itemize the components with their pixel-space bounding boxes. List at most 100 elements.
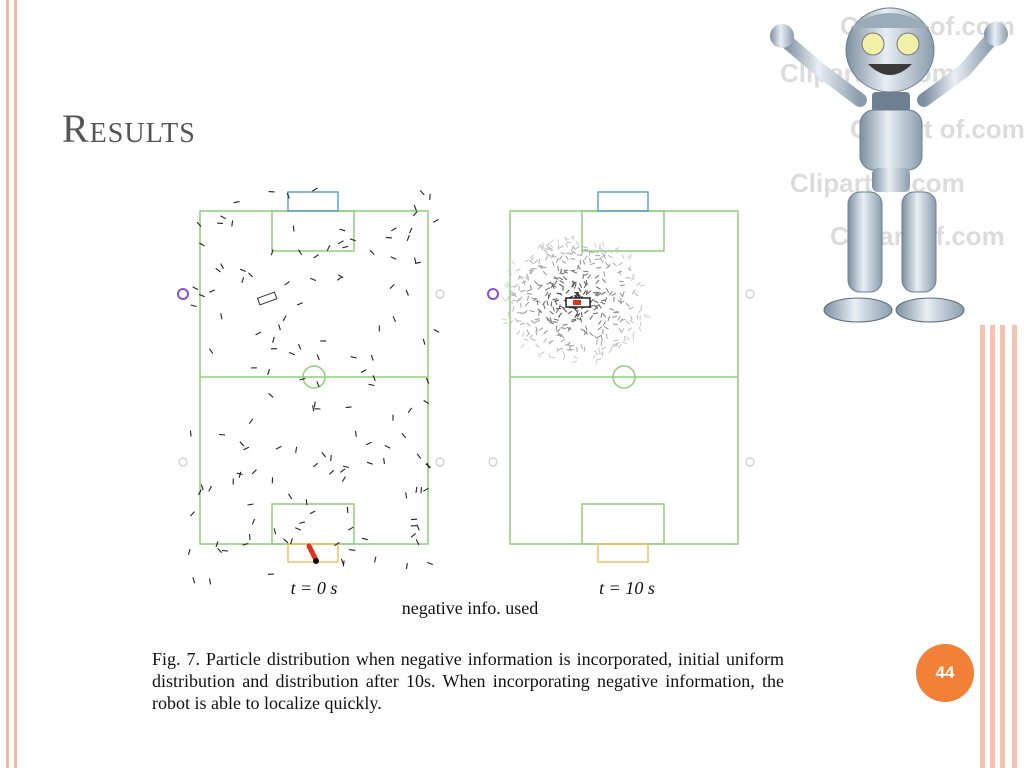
- particle: [583, 346, 586, 352]
- particle: [282, 315, 287, 322]
- particle: [593, 335, 599, 340]
- particle: [560, 327, 566, 329]
- particle: [543, 330, 548, 335]
- particle: [588, 257, 592, 263]
- particle: [316, 354, 320, 361]
- particle: [520, 344, 525, 349]
- particle: [600, 301, 606, 305]
- particle: [341, 476, 346, 483]
- particle: [508, 274, 512, 280]
- particle: [365, 441, 372, 446]
- particle: [556, 292, 562, 295]
- particle: [618, 327, 622, 333]
- particle: [220, 313, 223, 320]
- particle: [600, 312, 603, 318]
- goal-blue: [597, 191, 649, 212]
- particle: [607, 316, 611, 322]
- particle: [405, 563, 408, 570]
- particle: [638, 326, 642, 332]
- particle: [433, 218, 439, 223]
- particle: [526, 273, 530, 279]
- particle: [208, 485, 212, 492]
- particle: [334, 541, 340, 547]
- particle: [553, 318, 559, 321]
- particle: [242, 542, 249, 546]
- particle: [248, 533, 251, 541]
- particle: [601, 250, 607, 254]
- particle: [619, 280, 625, 283]
- particle: [546, 300, 549, 306]
- particle: [567, 341, 571, 347]
- panel-time-label: t = 0 s: [291, 578, 338, 598]
- particle: [288, 493, 293, 500]
- particle: [587, 274, 592, 279]
- right-border-stripe: [1012, 325, 1017, 768]
- particle: [601, 242, 605, 247]
- particle: [556, 347, 559, 353]
- particle: [408, 227, 413, 234]
- particle: [196, 221, 202, 227]
- particle: [278, 324, 281, 331]
- particle: [543, 249, 548, 254]
- particle: [519, 302, 522, 309]
- particle: [295, 446, 298, 453]
- particle: [501, 318, 507, 321]
- particle: [550, 283, 555, 289]
- particle: [609, 307, 615, 311]
- particle: [413, 204, 417, 211]
- particle: [530, 320, 536, 324]
- particle: [573, 293, 579, 297]
- particle: [619, 270, 621, 276]
- particle: [330, 454, 332, 461]
- particle: [372, 375, 376, 382]
- particle: [622, 341, 627, 345]
- field-panel-right: t = 10 s: [487, 191, 755, 598]
- particle: [384, 445, 391, 449]
- particle: [627, 267, 632, 272]
- particle: [565, 242, 568, 248]
- right-border-stripe: [1000, 325, 1005, 768]
- particle: [559, 279, 565, 284]
- right-border-stripe: [980, 325, 985, 768]
- particle: [625, 320, 630, 325]
- particle: [423, 487, 429, 492]
- particle: [290, 538, 293, 545]
- particle: [422, 338, 426, 345]
- particle: [538, 310, 540, 316]
- particle: [595, 279, 600, 285]
- particle: [313, 401, 316, 408]
- landmark-beacon: [488, 457, 498, 467]
- particle: [549, 322, 555, 324]
- particle: [316, 381, 320, 388]
- particle: [601, 346, 606, 351]
- particle: [607, 248, 612, 254]
- particle: [390, 256, 397, 260]
- particle: [429, 193, 431, 200]
- particle: [604, 261, 609, 267]
- particle: [519, 322, 525, 325]
- particle: [550, 356, 556, 359]
- particle: [354, 430, 357, 437]
- particle-cloud-uniform: [187, 187, 440, 585]
- particle: [549, 310, 554, 315]
- particle: [552, 261, 555, 267]
- particle: [615, 248, 619, 254]
- particle: [602, 313, 607, 318]
- particle: [595, 249, 601, 254]
- particle: [370, 354, 374, 361]
- particle: [313, 254, 320, 259]
- particle: [425, 377, 430, 384]
- particle: [604, 297, 608, 303]
- particle: [618, 343, 622, 349]
- particle: [551, 253, 554, 259]
- particle: [603, 271, 606, 277]
- center-circle: [302, 365, 326, 389]
- particle: [550, 301, 553, 307]
- particle: [507, 312, 510, 318]
- particle: [615, 341, 621, 345]
- particle: [626, 254, 632, 259]
- particle: [583, 270, 589, 273]
- particle: [200, 484, 204, 491]
- particle: [350, 356, 357, 359]
- particle: [631, 273, 635, 279]
